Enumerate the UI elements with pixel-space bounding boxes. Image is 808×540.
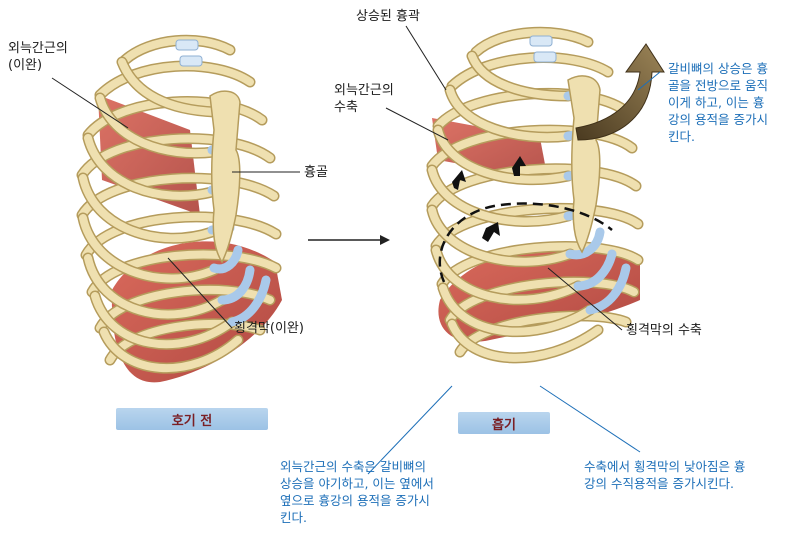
- sternum-right: [568, 76, 600, 252]
- label-diaphragm-contract: 횡격막의 수축: [626, 322, 702, 339]
- label-sternum: 흉골: [304, 164, 328, 181]
- note-rib-elevation: 갈비뼈의 상승은 흉 골을 전방으로 움직 이게 하고, 이는 흉 강의 용적을…: [668, 60, 804, 145]
- label-elevated-ribcage: 상승된 흉곽: [356, 8, 420, 25]
- stage-tag-before-expiration: 호기 전: [116, 408, 268, 430]
- stage-tag-label: 호기 전: [172, 410, 212, 429]
- label-external-intercostal-relaxed: 외늑간근의 (이완): [8, 40, 68, 74]
- note-diaphragm-effect: 수축에서 횡격막의 낮아짐은 흉 강의 수직용적을 증가시킨다.: [584, 458, 804, 492]
- label-external-intercostal-contract: 외늑간근의 수축: [334, 82, 394, 116]
- ribcage-inspiration: [432, 32, 640, 358]
- stage-tag-label: 흡기: [492, 414, 516, 433]
- note-intercostal-effect: 외늑간근의 수축은 갈비뼈의 상승을 야기하고, 이는 옆에서 옆으로 흉강의 …: [280, 458, 496, 526]
- down-arrow-icon: [482, 222, 500, 242]
- stage-tag-inspiration: 흡기: [458, 412, 550, 434]
- sternum-left: [210, 91, 240, 262]
- label-diaphragm-relaxed: 횡격막(이완): [234, 320, 304, 337]
- process-arrow: [308, 235, 390, 245]
